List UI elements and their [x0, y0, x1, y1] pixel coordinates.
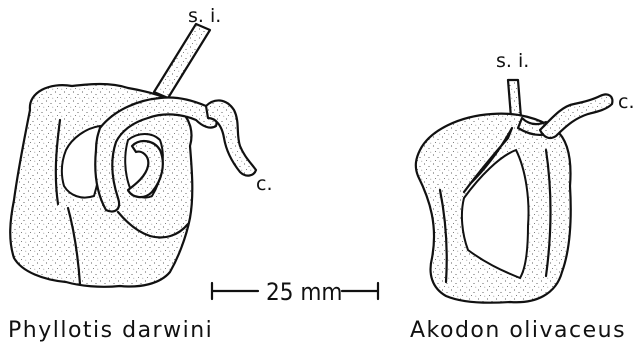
left-c-label: c. — [256, 173, 273, 195]
scale-bar-label: 25 mm — [266, 278, 342, 306]
right-species-name: Akodon olivaceus — [410, 318, 626, 343]
right-c-label: c. — [618, 91, 635, 113]
left-specimen-drawing — [10, 24, 256, 287]
left-colon-tail — [206, 100, 256, 175]
right-si-label: s. i. — [496, 50, 529, 72]
left-si-label: s. i. — [188, 5, 221, 27]
right-specimen-drawing — [416, 80, 613, 303]
right-colon-tail — [540, 94, 612, 138]
left-species-name: Phyllotis darwini — [8, 318, 213, 343]
left-small-intestine — [154, 24, 210, 98]
